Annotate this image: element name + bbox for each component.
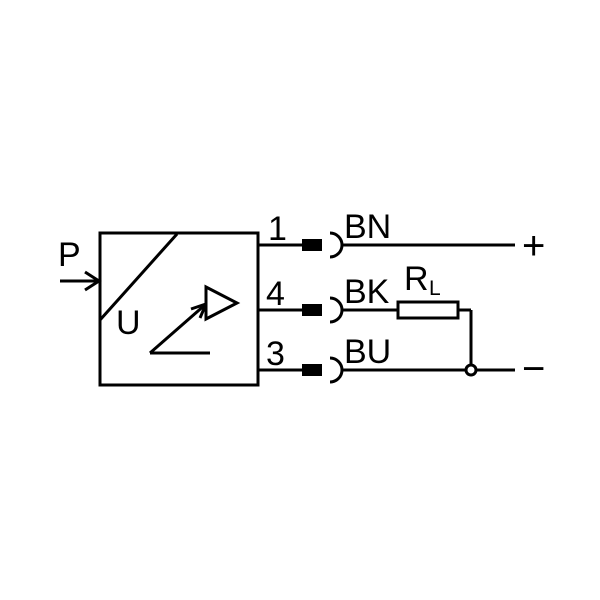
junction-node-icon [464, 363, 478, 377]
load-resistor-icon [396, 300, 460, 320]
plus-terminal-label: + [522, 224, 546, 268]
load-resistor-subscript: L [429, 277, 441, 300]
amplifier-icon [204, 284, 241, 322]
characteristic-curve-line [149, 302, 207, 355]
voltage-label: U [116, 304, 141, 342]
pin4-number: 4 [266, 275, 285, 313]
connector-pin1-icon [302, 239, 322, 251]
pin1-number: 1 [268, 210, 287, 248]
pressure-label: P [58, 236, 81, 274]
transducer-diagonal [98, 232, 179, 322]
wire1-color-code: BN [344, 208, 392, 246]
connector-socket3-icon [329, 356, 344, 384]
pin3-number: 3 [266, 335, 285, 373]
pressure-arrowhead-icon [84, 270, 102, 292]
connector-pin3-icon [302, 364, 322, 376]
connector-socket4-icon [329, 296, 344, 324]
sensor-box [98, 231, 260, 387]
wire3-color-code: BU [344, 333, 392, 371]
load-resistor-symbol: R [404, 260, 429, 298]
connector-socket1-icon [329, 231, 344, 259]
minus-terminal-label: − [522, 347, 546, 391]
connector-pin4-icon [302, 304, 322, 316]
wire4-color-code: BK [344, 273, 390, 311]
